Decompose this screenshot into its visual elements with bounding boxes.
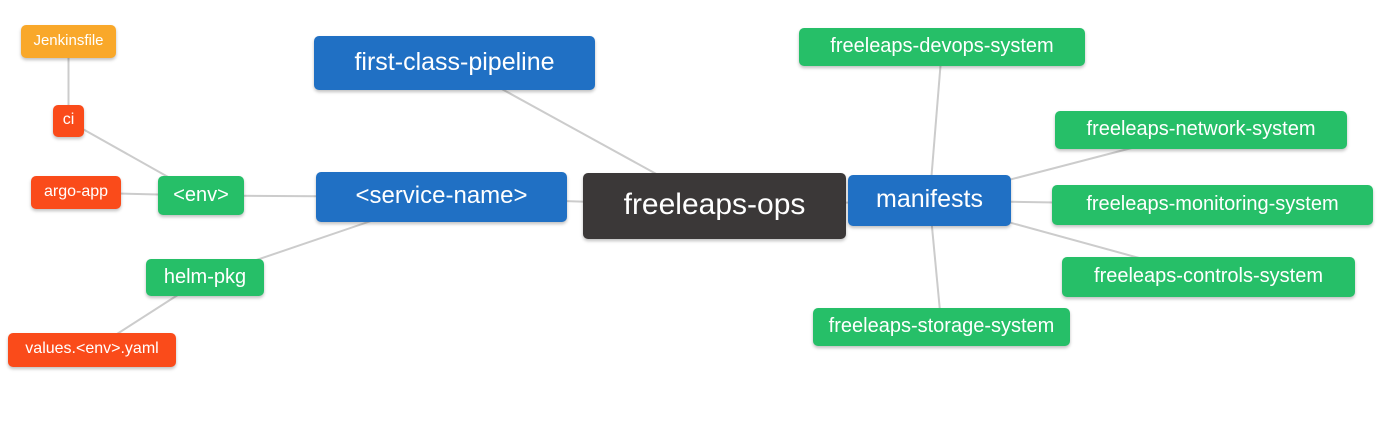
node-env[interactable]: <env> (158, 176, 244, 215)
node-label: freeleaps-controls-system (1094, 265, 1323, 287)
node-freeleaps-monitoring-system[interactable]: freeleaps-monitoring-system (1052, 185, 1373, 225)
node-label: ci (62, 111, 75, 128)
node-first-class-pipeline[interactable]: first-class-pipeline (314, 36, 595, 90)
node-manifests[interactable]: manifests (848, 175, 1011, 226)
node-freeleaps-network-system[interactable]: freeleaps-network-system (1055, 111, 1347, 149)
node-values-env-yaml[interactable]: values.<env>.yaml (8, 333, 176, 367)
node-freeleaps-storage-system[interactable]: freeleaps-storage-system (813, 308, 1070, 346)
node-service-name[interactable]: <service-name> (316, 172, 567, 222)
node-label: first-class-pipeline (354, 47, 555, 76)
node-freeleaps-devops-system[interactable]: freeleaps-devops-system (799, 28, 1085, 66)
node-argo-app[interactable]: argo-app (31, 176, 121, 209)
node-label: Jenkinsfile (33, 32, 104, 49)
node-helm-pkg[interactable]: helm-pkg (146, 259, 264, 296)
node-label: <service-name> (355, 182, 528, 209)
node-label: argo-app (43, 182, 109, 200)
node-label: <env> (173, 183, 229, 206)
node-label: freeleaps-monitoring-system (1086, 193, 1339, 215)
node-label: freeleaps-storage-system (828, 315, 1055, 337)
node-label: freeleaps-network-system (1086, 118, 1316, 140)
node-freeleaps-ops[interactable]: freeleaps-ops (583, 173, 846, 239)
node-freeleaps-controls-system[interactable]: freeleaps-controls-system (1062, 257, 1355, 297)
node-label: freeleaps-ops (623, 188, 806, 221)
node-ci[interactable]: ci (53, 105, 84, 137)
node-label: helm-pkg (163, 265, 247, 288)
node-label: values.<env>.yaml (25, 340, 159, 357)
node-jenkinsfile[interactable]: Jenkinsfile (21, 25, 116, 58)
node-label: freeleaps-devops-system (830, 35, 1054, 57)
node-label: manifests (876, 185, 983, 213)
